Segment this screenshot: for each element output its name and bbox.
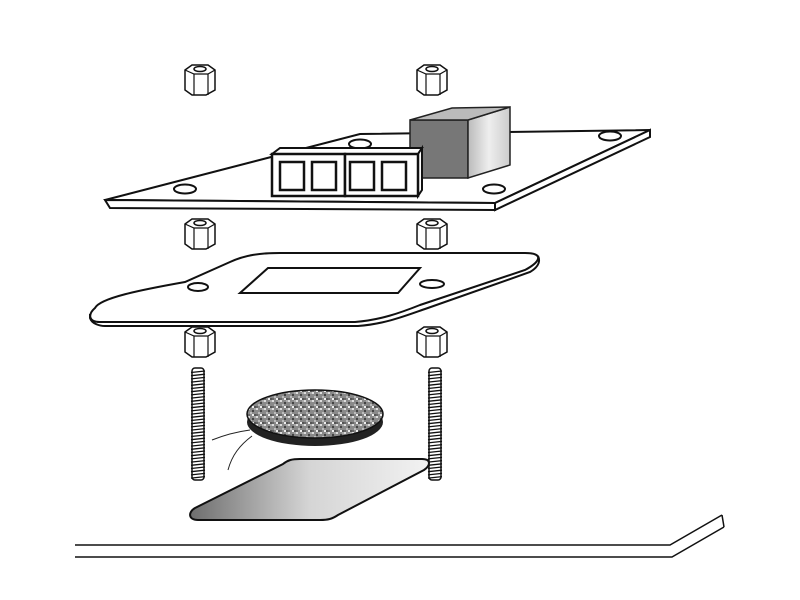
hex-nut-bottom-left (184, 326, 216, 358)
mounting-hole (482, 183, 506, 195)
hex-nut-middle-right (416, 218, 448, 250)
mounting-hole (598, 130, 622, 142)
wires (211, 429, 253, 471)
gasket-cutout (237, 267, 423, 294)
gasket (89, 252, 540, 327)
threaded-rod-right (427, 367, 443, 481)
speckled-disc (246, 389, 384, 446)
threaded-rod-left (190, 367, 206, 481)
hex-nut-top-right (416, 64, 448, 96)
hex-nut-middle-left (184, 218, 216, 250)
metal-plate (189, 458, 430, 521)
mounting-hole (173, 183, 197, 195)
table-surface (75, 514, 725, 558)
cube-component (409, 105, 511, 180)
hex-nut-top-left (184, 64, 216, 96)
display-module (269, 144, 424, 200)
hex-nut-bottom-right (416, 326, 448, 358)
